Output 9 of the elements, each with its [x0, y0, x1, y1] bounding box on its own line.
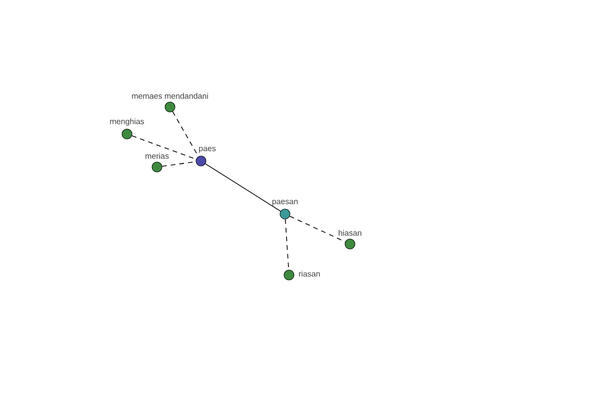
node-label: menghias — [110, 118, 144, 126]
node-label: memaes mendandani — [132, 92, 208, 99]
node-label: paesan — [272, 200, 298, 206]
connector-line — [132, 135, 196, 160]
node-label: hiasan — [338, 230, 362, 236]
node-label: paes — [199, 146, 216, 153]
node-label: riasan — [299, 270, 320, 277]
connector-line — [205, 163, 281, 212]
node-label: merias — [146, 152, 169, 159]
